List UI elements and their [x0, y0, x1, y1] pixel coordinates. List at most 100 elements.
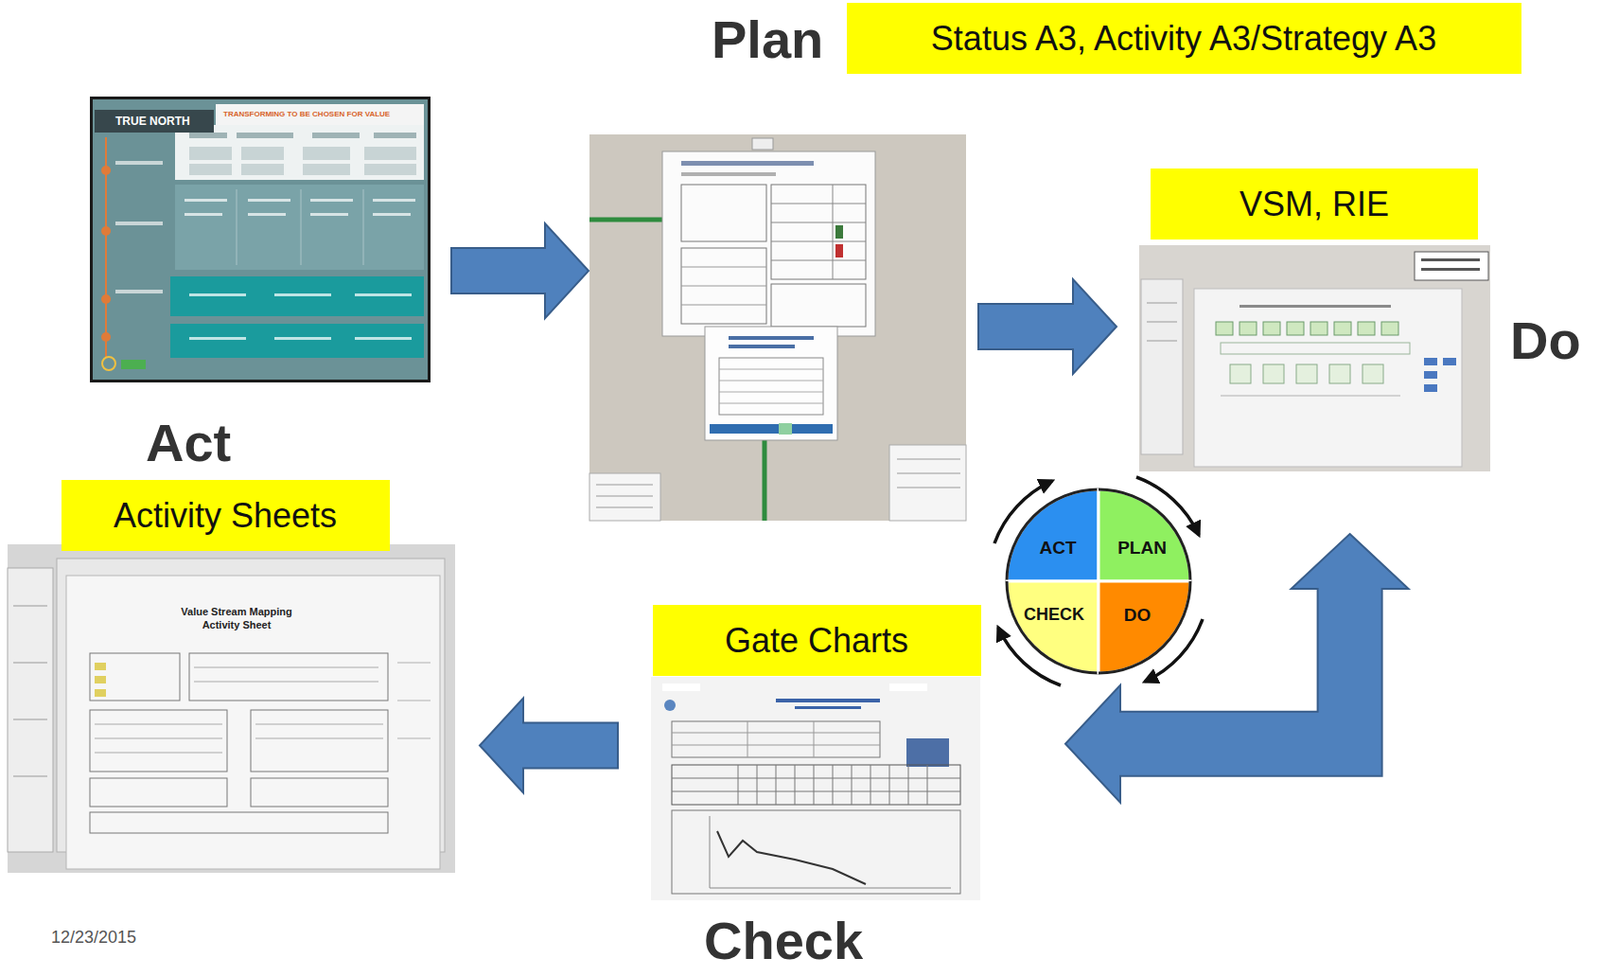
plan-photo — [596, 484, 653, 486]
tool-label: VSM, RIE — [1150, 168, 1478, 240]
arrow-head — [1291, 533, 1409, 589]
check-photo — [709, 815, 711, 888]
true-north-photo — [300, 189, 302, 265]
plan-photo — [752, 138, 774, 150]
check-photo — [870, 764, 872, 805]
check-photo — [662, 683, 701, 691]
do-photo — [1286, 321, 1304, 335]
true-north-photo — [354, 336, 412, 340]
check-photo — [756, 764, 758, 805]
true-north-photo — [101, 294, 111, 304]
true-north-photo — [236, 189, 238, 265]
plan-photo — [778, 422, 792, 435]
true-north-photo — [274, 293, 332, 297]
plan-photo — [719, 369, 824, 370]
do-photo — [1362, 364, 1384, 384]
do-photo — [1220, 342, 1410, 354]
true-north-photo — [364, 163, 417, 176]
plan-photo — [728, 344, 795, 349]
do-photo — [1381, 321, 1399, 335]
true-north-photo — [363, 189, 365, 265]
quadrant-label: ACT — [1038, 538, 1076, 559]
plan-photo — [662, 151, 876, 336]
act-photo — [94, 738, 223, 739]
plan-photo — [589, 134, 967, 521]
plan-photo — [889, 444, 967, 521]
act-photo — [193, 681, 379, 683]
phase-heading: Do — [1510, 314, 1582, 368]
quadrant-rim — [1006, 489, 1099, 581]
act-photo — [13, 662, 48, 664]
pdca-quadrant: PLAN — [1098, 489, 1191, 581]
act-photo — [250, 709, 388, 772]
check-photo — [671, 777, 961, 779]
photo-panel: Gate ChartsCheck — [650, 676, 981, 900]
plan-photo — [896, 473, 961, 475]
true-north-photo — [115, 160, 163, 165]
check-photo — [671, 764, 961, 805]
quadrant-shape — [1098, 489, 1191, 581]
true-north-photo — [236, 132, 294, 139]
plan-photo — [681, 247, 767, 324]
true-north-photo — [189, 146, 232, 160]
check-photo — [906, 738, 950, 767]
true-north-photo — [121, 359, 146, 370]
tool-label: Status A3, Activity A3/Strategy A3 — [846, 2, 1522, 74]
act-photo — [255, 738, 384, 739]
check-photo — [650, 676, 981, 900]
true-north-photo — [101, 165, 111, 176]
tool-label: Activity Sheets — [61, 479, 390, 551]
quadrant-label: CHECK — [1023, 605, 1085, 625]
check-photo — [671, 744, 880, 746]
plan-photo — [719, 391, 824, 393]
true-north-photo — [372, 212, 411, 216]
true-north-photo — [94, 109, 214, 133]
do-photo — [1230, 364, 1251, 384]
plan-photo — [771, 203, 866, 205]
act-photo — [189, 652, 388, 701]
do-photo — [1139, 245, 1491, 472]
do-photo — [1421, 267, 1480, 271]
quadrant-fill — [1006, 580, 1099, 673]
act-photo — [66, 575, 440, 869]
act-photo — [89, 777, 228, 807]
arrow-head — [479, 698, 524, 793]
do-photo — [1357, 321, 1375, 335]
phase-heading: Check — [703, 914, 863, 968]
plan-photo — [771, 241, 866, 243]
do-photo — [1329, 364, 1351, 384]
arrow-body — [452, 248, 548, 293]
plan-photo — [709, 423, 833, 434]
act-photo — [7, 544, 456, 873]
quadrant-label: PLAN — [1117, 538, 1167, 559]
photo-panel: ActActivity SheetsValue Stream Mapping A… — [7, 544, 456, 873]
check-photo — [889, 683, 928, 691]
sheet-title: Value Stream Mapping Activity Sheet — [165, 605, 308, 633]
do-photo — [1194, 288, 1462, 467]
true-north-photo — [302, 163, 351, 176]
act-photo — [7, 567, 53, 852]
check-photo — [775, 698, 880, 703]
check-photo — [889, 764, 891, 805]
check-photo — [717, 830, 866, 884]
check-photo — [775, 764, 777, 805]
true-north-photo — [354, 293, 412, 297]
true-north-photo — [373, 132, 417, 139]
act-photo — [397, 700, 431, 702]
date-stamp: 12/23/2015 — [51, 927, 137, 949]
check-photo — [671, 732, 880, 734]
act-photo — [193, 667, 379, 669]
check-photo — [671, 809, 961, 894]
plan-photo — [589, 134, 967, 521]
check-photo — [813, 720, 815, 757]
do-photo — [1424, 384, 1438, 392]
plan-photo — [681, 304, 767, 306]
true-north-photo — [115, 289, 163, 294]
do-photo — [1334, 321, 1352, 335]
act-photo — [397, 738, 431, 739]
true-north-photo — [247, 198, 291, 202]
true-north-photo — [372, 198, 416, 202]
true-north-photo — [92, 99, 428, 380]
true-north-photo — [189, 163, 232, 176]
block-arrow — [977, 279, 1117, 374]
